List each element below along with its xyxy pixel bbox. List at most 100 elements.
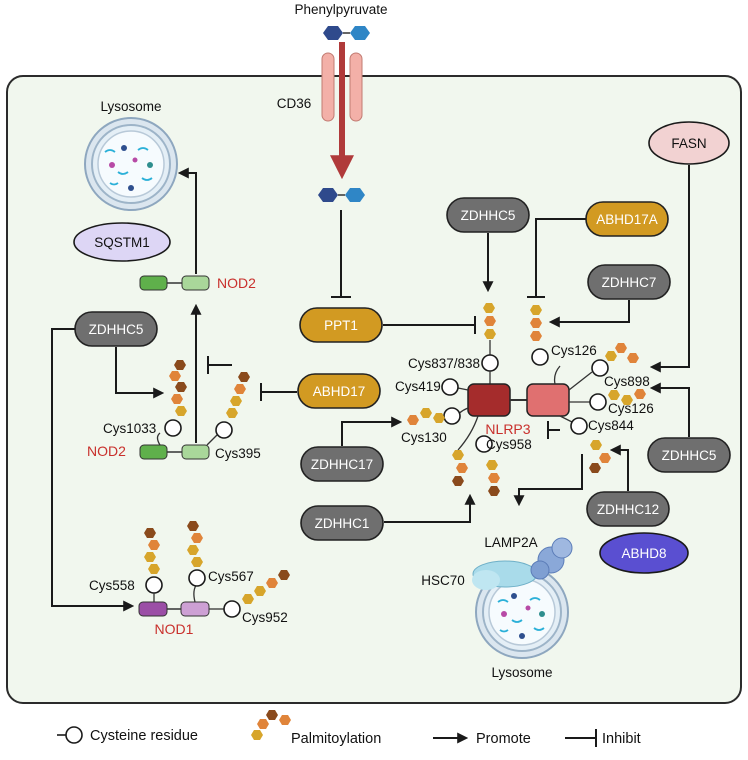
lysosome-bottom: [475, 565, 569, 659]
nod2-mid-label: NOD2: [87, 443, 126, 459]
cysteine-residue: [441, 378, 459, 396]
sqstm1-ellipse: [73, 222, 171, 262]
sqstm1-label: SQSTM1: [94, 235, 150, 250]
zdhhc12-label: ZDHHC12: [597, 502, 659, 517]
cys898-label: Cys898: [604, 374, 650, 389]
lamp2a-label: LAMP2A: [484, 535, 537, 550]
phenylpyruvate-label: Phenylpyruvate: [294, 2, 387, 17]
cys126a-label: Cys126: [551, 343, 597, 358]
nlrp3-label: NLRP3: [485, 421, 530, 437]
zdhhc7-pill: [587, 264, 671, 300]
palmitoyl-chain: [486, 460, 500, 496]
cys419-label: Cys419: [395, 379, 441, 394]
zdhhc5-right-pill: [647, 437, 731, 473]
zdhhc5-left-to-nod1-arrow: [51, 328, 135, 612]
cys126b-label: Cys126: [608, 401, 654, 416]
lamp2a-receptor: [530, 537, 573, 580]
zdhhc5-top-pill: [446, 197, 530, 233]
lysosome-bottom-label: Lysosome: [491, 665, 552, 680]
zdhhc5-left-label: ZDHHC5: [89, 322, 144, 337]
palmitoyl-chain: [242, 570, 290, 604]
palmitoyl-chain: [144, 528, 160, 574]
cys844-label: Cys844: [588, 418, 634, 433]
zdhhc12-pill: [586, 491, 670, 527]
palmitoyl-chain: [187, 521, 203, 567]
legend-palmitoylation-label: Palmitoylation: [291, 731, 381, 747]
cys1033-label: Cys1033: [103, 421, 156, 436]
palmitoyl-chain: [589, 440, 611, 473]
cysteine-residue: [145, 576, 163, 594]
cysteine-residue: [188, 569, 206, 587]
cys567-label: Cys567: [208, 569, 254, 584]
lysosome-top-label: Lysosome: [100, 99, 161, 114]
abhd8-ellipse: [599, 532, 689, 574]
cysteine-residue: [589, 393, 607, 411]
nlrp3-to-lysosome-arrow: [513, 454, 583, 507]
legend-cysteine-icon: [65, 726, 83, 744]
hsc70-chaperone: [472, 560, 538, 590]
cysteine-residue: [164, 419, 182, 437]
legend-palmitoylation-icon: [251, 710, 291, 740]
abhd17a-label: ABHD17A: [596, 212, 658, 227]
cysteine-residue: [475, 435, 493, 453]
cd36-transporter: [321, 52, 363, 122]
cysteine-residue: [591, 359, 609, 377]
cys130-label: Cys130: [401, 430, 447, 445]
zdhhc5-top-label: ZDHHC5: [461, 208, 516, 223]
cysteine-residue: [570, 417, 588, 435]
cys395-label: Cys395: [215, 446, 261, 461]
cysteine-residue: [481, 354, 499, 372]
palmitoyl-chain: [483, 303, 496, 339]
palmitoyl-chain: [605, 343, 639, 363]
zdhhc5-right-to-nlrp3-arrow: [649, 382, 690, 437]
phenylpyruvate-intracellular: [318, 188, 365, 202]
palmitoyl-chain: [407, 408, 445, 425]
fasn-label: FASN: [671, 136, 706, 151]
cysteine-residue: [215, 421, 233, 439]
nod2-protein-top: [139, 275, 210, 291]
abhd8-label: ABHD8: [621, 546, 666, 561]
cys837-label: Cys837/838: [408, 356, 480, 371]
ppt1-label: PPT1: [324, 318, 358, 333]
cys952-label: Cys952: [242, 610, 288, 625]
abhd17-pill: [297, 373, 381, 409]
nlrp3-protein: [467, 383, 570, 417]
hsc70-label: HSC70: [421, 573, 465, 588]
cysteine-residue: [443, 407, 461, 425]
legend-promote-label: Promote: [476, 731, 531, 747]
abhd17-label: ABHD17: [313, 384, 366, 399]
zdhhc7-to-nlrp3-arrow: [548, 300, 630, 328]
zdhhc1-label: ZDHHC1: [315, 516, 370, 531]
palmitoyl-chain: [530, 305, 542, 341]
zdhhc17-to-nlrp3-arrow: [341, 416, 403, 446]
nod1-label: NOD1: [155, 621, 194, 637]
lysosome-top: [84, 117, 178, 211]
abhd17a-inhibit-nlrp3: [535, 218, 586, 296]
fasn-to-nlrp3-arrow: [649, 165, 690, 373]
zdhhc17-pill: [300, 446, 384, 482]
palmitoyl-chain: [226, 372, 250, 418]
nod2-to-lysosome-arrow: [177, 167, 197, 274]
palmitoyl-chain: [169, 360, 187, 416]
cd36-label: CD36: [277, 96, 312, 111]
palmitoyl-chain: [608, 389, 646, 405]
fasn-ellipse: [648, 121, 730, 165]
cys958-label: Cys958: [486, 437, 532, 452]
cysteine-residue: [531, 348, 549, 366]
legend-inhibit-label: Inhibit: [602, 731, 641, 747]
nod2-top-label: NOD2: [217, 275, 256, 291]
nod2-protein-mid: [139, 444, 210, 460]
zdhhc1-pill: [300, 505, 384, 541]
legend-cysteine-label: Cysteine residue: [90, 728, 198, 744]
zdhhc17-label: ZDHHC17: [311, 457, 373, 472]
cysteine-residue: [223, 600, 241, 618]
zdhhc1-to-nlrp3-arrow: [384, 493, 476, 523]
zdhhc12-to-nlrp3-arrow: [609, 444, 629, 491]
ppt1-pill: [299, 307, 383, 343]
zdhhc5-right-label: ZDHHC5: [662, 448, 717, 463]
zdhhc5-left-to-nod2-arrow: [115, 347, 165, 399]
phenylpyruvate-molecule: [323, 26, 370, 40]
cys558-label: Cys558: [89, 578, 135, 593]
zdhhc7-label: ZDHHC7: [602, 275, 657, 290]
